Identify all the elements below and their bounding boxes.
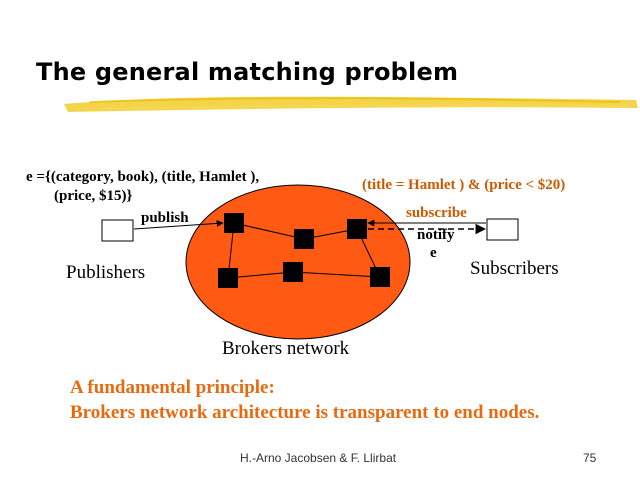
subscribers-label: Subscribers [470, 258, 559, 279]
footer-authors: H.-Arno Jacobsen & F. Llirbat [240, 451, 397, 465]
broker-nodes [218, 213, 390, 288]
event-line-1: e ={(category, book), (title, Hamlet ), [26, 169, 260, 185]
brokers-network-label: Brokers network [222, 338, 350, 359]
broker-node [294, 229, 314, 249]
event-line-2: (price, $15)} [54, 188, 133, 204]
subscription-filter-label: (title = Hamlet ) & (price < $20) [362, 177, 566, 193]
principle-text: Brokers network architecture is transpar… [70, 402, 540, 423]
notify-event-label: e [430, 245, 437, 261]
publish-arrow [133, 219, 224, 230]
broker-node [283, 262, 303, 282]
notify-label: notify [417, 227, 455, 243]
principle-heading: A fundamental principle: [70, 377, 275, 398]
publishers-label: Publishers [66, 262, 146, 283]
broker-node [224, 213, 244, 233]
broker-node [218, 268, 238, 288]
publish-label: publish [141, 210, 189, 226]
broker-node [370, 267, 390, 287]
publisher-box [101, 219, 134, 242]
subscribe-label: subscribe [406, 205, 467, 221]
subscriber-box [486, 218, 519, 241]
slide-title: The general matching problem [36, 58, 459, 86]
title-underline-swoosh [64, 96, 638, 112]
broker-node [347, 219, 367, 239]
page-number: 75 [583, 451, 597, 465]
